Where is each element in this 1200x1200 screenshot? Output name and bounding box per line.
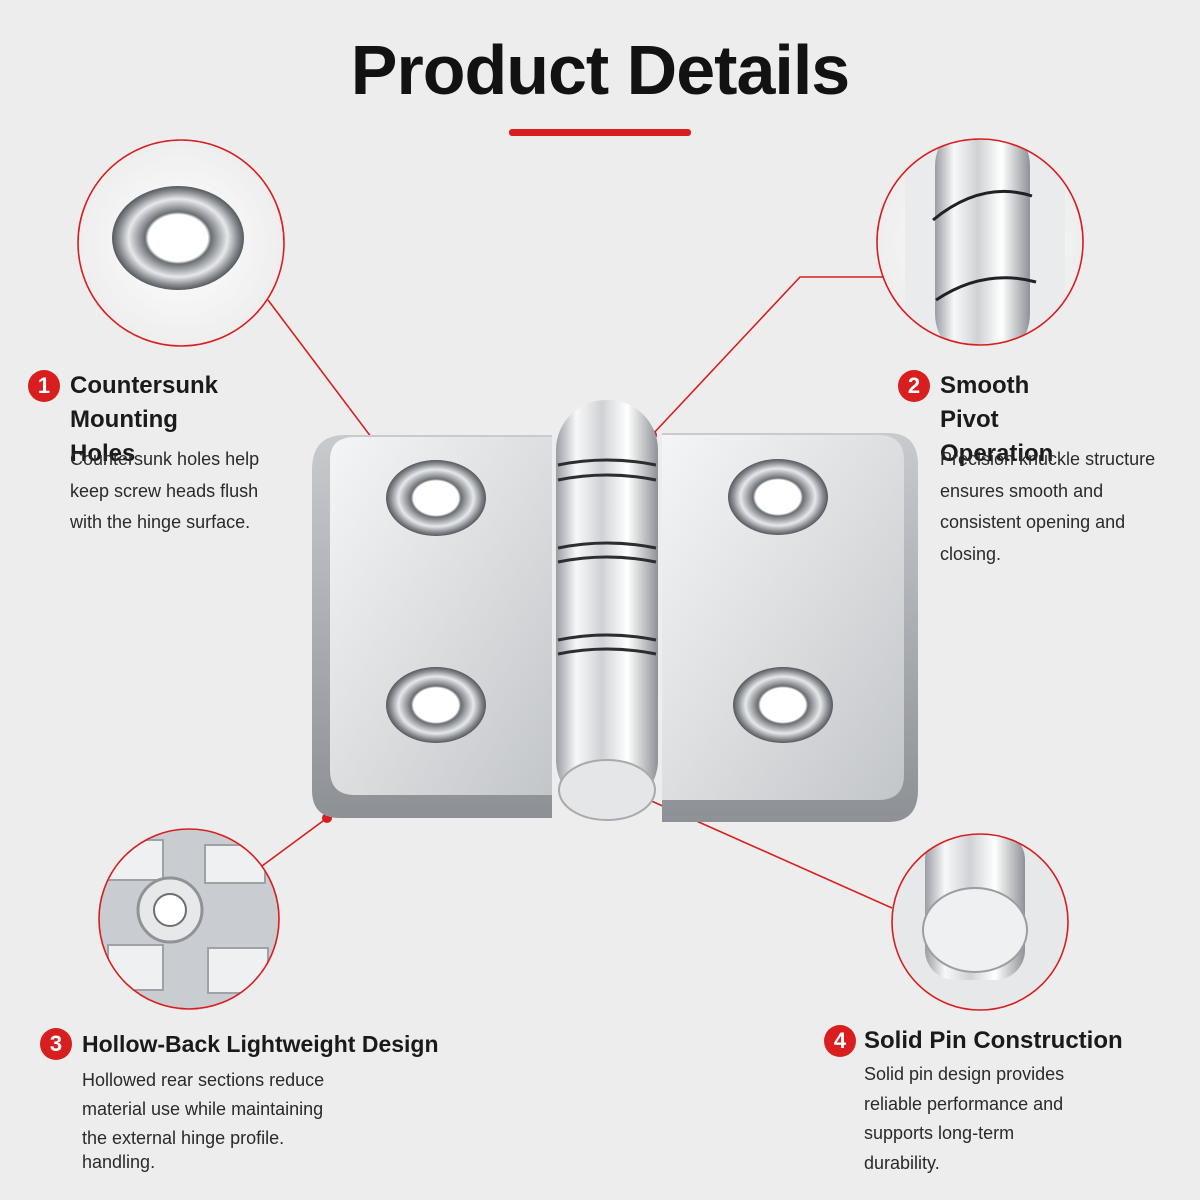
feature-number-badge: 2 <box>898 370 930 402</box>
detail-circle-hollow-back <box>98 828 280 1010</box>
hinge-barrel <box>556 400 658 821</box>
feature-description: Precision knuckle structure ensures smoo… <box>940 449 1156 564</box>
feature-title: Countersunk Mounting Holes <box>70 372 219 467</box>
detail-circle-countersunk <box>77 139 285 347</box>
feature-title: Smooth Pivot Operation <box>940 372 1054 467</box>
feature-title: Hollow-Back Lightweight Design <box>82 1031 439 1057</box>
feature-description: Solid pin design provides reliable perfo… <box>864 1064 1065 1173</box>
feature-description: Hollowed rear sections reduce material u… <box>82 1070 325 1172</box>
feature-title: Solid Pin Construction <box>864 1027 1123 1054</box>
title-underline <box>509 129 691 136</box>
feature-number-badge: 4 <box>824 1025 856 1057</box>
detail-circle-knuckle <box>876 138 1084 346</box>
page-title: Product Details <box>350 31 850 109</box>
hinge-left-leaf <box>312 435 552 818</box>
detail-circle-solid-pin <box>891 833 1069 1011</box>
countersunk-holes <box>386 459 833 743</box>
feature-number-badge: 3 <box>40 1028 72 1060</box>
hinge-right-leaf <box>662 433 918 822</box>
feature-description: Countersunk holes help keep screw heads … <box>70 449 260 532</box>
feature-number-badge: 1 <box>28 370 60 402</box>
